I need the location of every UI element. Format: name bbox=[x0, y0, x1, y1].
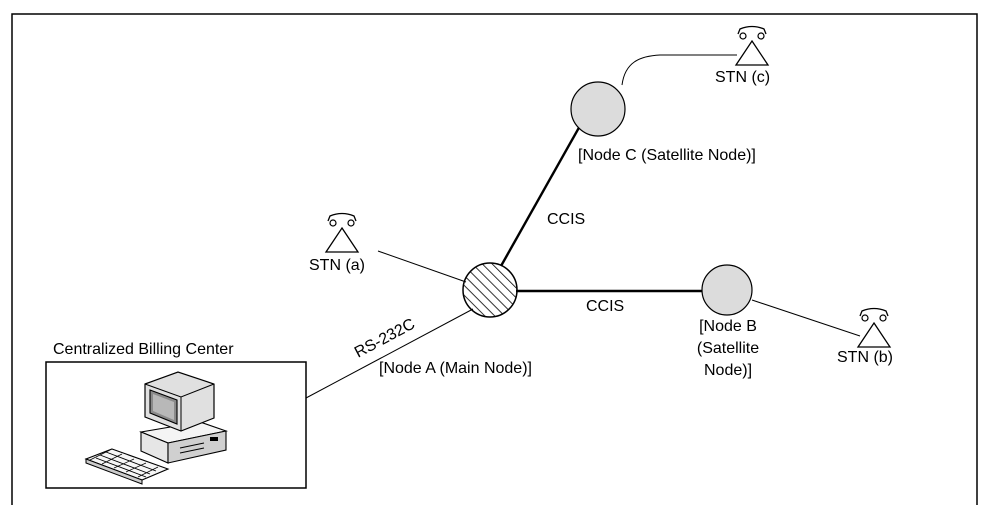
node-c-satellite bbox=[570, 81, 626, 137]
node-b-label-line-3: Node)] bbox=[704, 362, 752, 379]
node-a-main bbox=[462, 262, 518, 318]
node-c-label: [Node C (Satellite Node)] bbox=[578, 147, 756, 164]
ccis-link-a-c bbox=[499, 123, 583, 267]
telephone-icon-stn-b bbox=[856, 307, 892, 348]
node-b-satellite bbox=[701, 264, 753, 316]
telephone-icon-stn-c bbox=[734, 25, 770, 66]
billing-center-title: Centralized Billing Center bbox=[53, 341, 234, 358]
node-a-label: [Node A (Main Node)] bbox=[379, 360, 532, 377]
computer-icon bbox=[84, 371, 229, 485]
rs232-link bbox=[305, 308, 474, 399]
telephone-icon-stn-a bbox=[324, 212, 360, 253]
node-b-label-line-2: (Satellite bbox=[697, 340, 759, 357]
ccis-label-a-b: CCIS bbox=[586, 298, 624, 315]
stn-b-label: STN (b) bbox=[837, 349, 893, 366]
stn-a-label: STN (a) bbox=[309, 257, 365, 274]
stn-c-label: STN (c) bbox=[715, 69, 770, 86]
line-node-a-to-stn-a bbox=[377, 250, 467, 283]
line-node-c-to-stn-c bbox=[621, 54, 737, 86]
frame-border bbox=[11, 13, 978, 505]
rs232c-label: RS-232C bbox=[352, 316, 418, 362]
ccis-label-a-c: CCIS bbox=[547, 211, 585, 228]
line-node-b-to-stn-b bbox=[751, 299, 861, 337]
node-b-label-line-1: [Node B bbox=[699, 318, 757, 335]
